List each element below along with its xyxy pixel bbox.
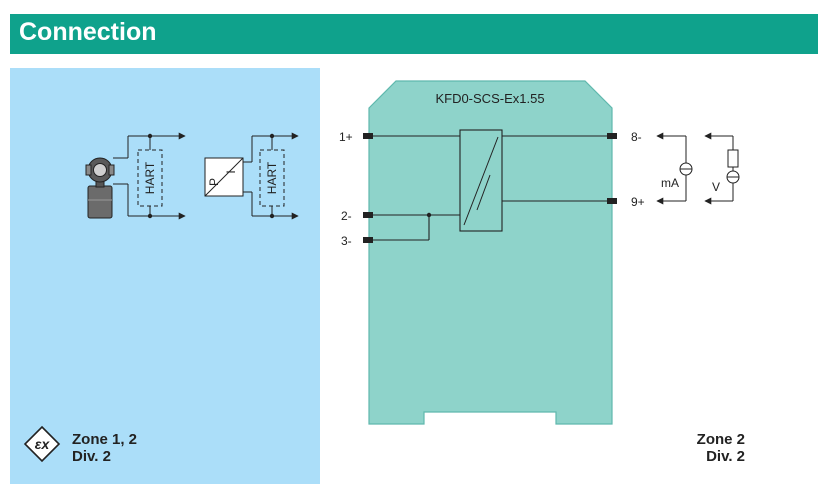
terminal-1 xyxy=(363,133,373,139)
hart-junction-bottom xyxy=(147,213,153,219)
zone-left-line2: Div. 2 xyxy=(72,448,111,465)
terminal-2-label: 2- xyxy=(341,209,352,223)
hart-transmitter-wiring xyxy=(113,132,186,220)
hazardous-zone-label: Zone 1, 2 Div. 2 xyxy=(72,431,137,465)
terminal-1-label: 1+ xyxy=(339,130,353,144)
svg-text:εx: εx xyxy=(35,436,51,452)
current-meter-label: mA xyxy=(661,176,679,190)
isolator-block xyxy=(459,129,503,232)
isolator-diagonal xyxy=(463,136,499,226)
terminal-2 xyxy=(363,212,373,218)
pressure-transmitter-wiring xyxy=(243,132,299,220)
hart-transmitter-icon xyxy=(85,157,115,219)
ex-marking-icon: εx xyxy=(23,425,61,463)
pressure-transmitter-p: P xyxy=(207,178,221,186)
zone-right-line1: Zone 2 xyxy=(696,431,745,448)
isolator-diagonal-short xyxy=(476,174,491,211)
section-title: Connection xyxy=(19,18,157,46)
pressure-transmitter-i: I xyxy=(224,170,238,173)
terminal-9 xyxy=(607,198,617,204)
internal-wiring xyxy=(373,135,607,241)
current-meter-icon xyxy=(656,132,693,205)
terminal-3 xyxy=(363,237,373,243)
module-label: KFD0-SCS-Ex1.55 xyxy=(435,91,544,106)
section-header: Connection xyxy=(10,14,818,54)
hazardous-area-panel xyxy=(10,68,320,484)
safe-zone-label: Zone 2 Div. 2 xyxy=(697,431,745,465)
terminal-8-label: 8- xyxy=(631,130,642,144)
terminal-9-label: 9+ xyxy=(631,195,645,209)
terminal-8 xyxy=(607,133,617,139)
zone-left-line1: Zone 1, 2 xyxy=(72,431,138,448)
hart-label-1: HART xyxy=(143,161,157,194)
hart-junction-top xyxy=(147,133,153,139)
voltage-meter-icon xyxy=(704,132,740,205)
pressure-transmitter-icon xyxy=(204,157,244,197)
module-body xyxy=(368,80,613,425)
junction-dot xyxy=(426,212,432,218)
zone-right-line2: Div. 2 xyxy=(706,448,745,465)
pressure-junction-top xyxy=(269,133,275,139)
pressure-junction-bottom xyxy=(269,213,275,219)
voltage-meter-label: V xyxy=(712,180,720,194)
hart-label-2: HART xyxy=(265,161,279,194)
terminal-3-label: 3- xyxy=(341,234,352,248)
